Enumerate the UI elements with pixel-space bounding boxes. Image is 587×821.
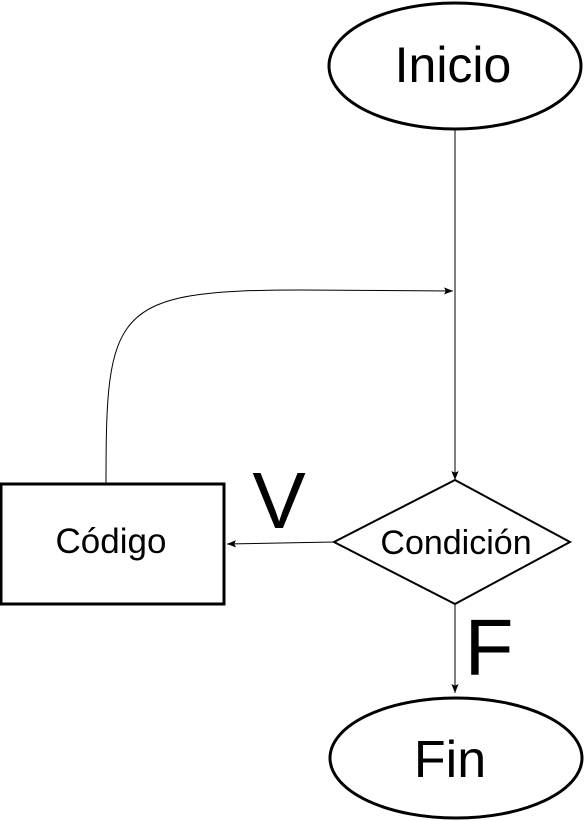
true-branch-label: V bbox=[252, 456, 306, 545]
start-label: Inicio bbox=[395, 37, 512, 93]
condition-diamond bbox=[331, 478, 573, 606]
condition-node: Condición bbox=[331, 478, 573, 606]
end-ellipse bbox=[328, 696, 584, 820]
edge-code-loop-back bbox=[105, 287, 454, 485]
code-node: Código bbox=[0, 482, 226, 606]
condition-label: Condición bbox=[380, 524, 531, 562]
end-label: Fin bbox=[414, 731, 486, 789]
false-branch-label: F bbox=[465, 603, 514, 692]
code-label: Código bbox=[56, 522, 167, 561]
end-node: Fin bbox=[328, 696, 584, 820]
code-rect bbox=[0, 482, 226, 606]
start-ellipse bbox=[327, 1, 583, 131]
start-node: Inicio bbox=[327, 1, 583, 131]
edge-condition-to-code bbox=[226, 540, 335, 548]
